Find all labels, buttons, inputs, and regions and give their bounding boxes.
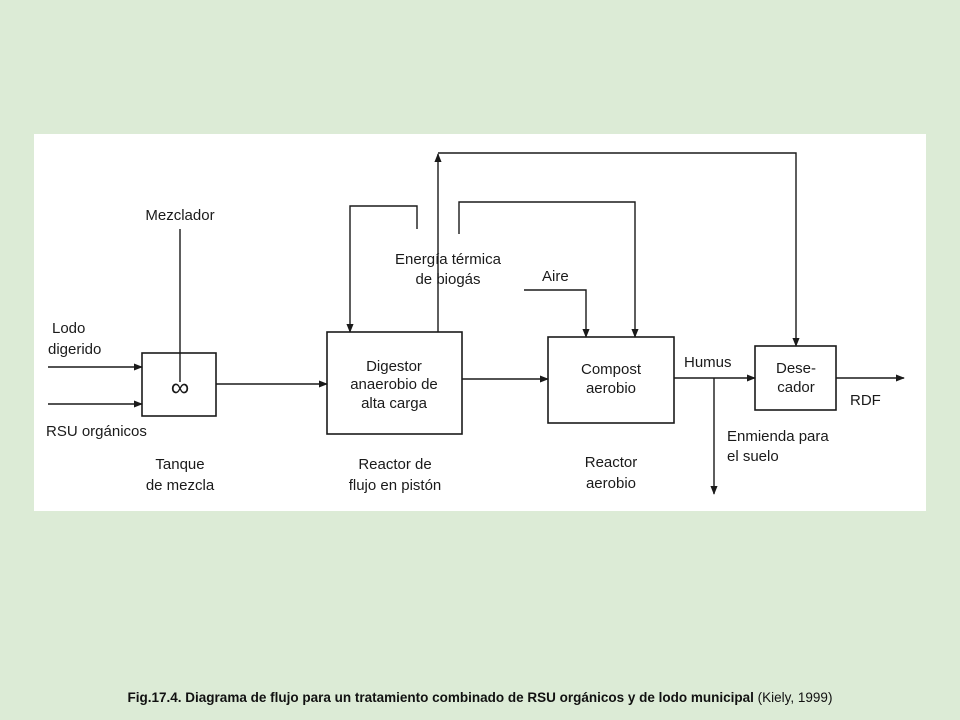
caption-source: (Kiely, 1999) xyxy=(757,690,833,705)
air-to-compost-arrow xyxy=(524,289,590,338)
digester-label-line3: alta carga xyxy=(361,395,428,412)
humus-label: Humus xyxy=(684,354,732,371)
compost-label-line1: Compost xyxy=(581,361,642,378)
rdf-label: RDF xyxy=(850,392,881,409)
plug-flow-reactor-label-line1: Reactor de xyxy=(358,456,431,473)
dryer-label-line1: Dese- xyxy=(776,360,816,377)
aerobic-reactor-label-line1: Reactor xyxy=(585,454,638,471)
biogas-energy-label-line1: Energía térmica xyxy=(395,251,502,268)
dryer-box xyxy=(754,345,837,411)
figure-panel: ∞ Digestor anaerobio de alta carga Compo… xyxy=(34,134,926,511)
sludge-label-line2: digerido xyxy=(48,341,101,358)
biogas-energy-label-line2: de biogás xyxy=(415,271,480,288)
msw-label: RSU orgánicos xyxy=(46,423,147,440)
aerobic-reactor-label-line2: aerobio xyxy=(586,475,636,492)
digester-label-line2: anaerobio de xyxy=(350,376,438,393)
mixer-symbol: ∞ xyxy=(171,372,190,402)
soil-amendment-label-line2: el suelo xyxy=(727,448,779,465)
flow-diagram: ∞ Digestor anaerobio de alta carga Compo… xyxy=(46,152,905,495)
figure-caption: Fig.17.4. Diagrama de flujo para un trat… xyxy=(0,690,960,705)
plug-flow-reactor-label-line2: flujo en pistón xyxy=(349,477,442,494)
dryer-label-line2: cador xyxy=(777,379,815,396)
biogas-to-digester-arrow xyxy=(346,205,418,333)
soil-amendment-label-line1: Enmienda para xyxy=(727,428,829,445)
air-label: Aire xyxy=(542,268,569,285)
mix-tank-label-line2: de mezcla xyxy=(146,477,215,494)
digester-label-line1: Digestor xyxy=(366,358,422,375)
caption-main: Fig.17.4. Diagrama de flujo para un trat… xyxy=(127,690,754,705)
mix-tank-label-line1: Tanque xyxy=(155,456,204,473)
biogas-to-compost-arrow xyxy=(458,201,639,338)
energy-to-dryer-arrow xyxy=(438,152,800,347)
sludge-label-line1: Lodo xyxy=(52,320,85,337)
compost-label-line2: aerobio xyxy=(586,380,636,397)
mixer-label: Mezclador xyxy=(145,207,214,224)
